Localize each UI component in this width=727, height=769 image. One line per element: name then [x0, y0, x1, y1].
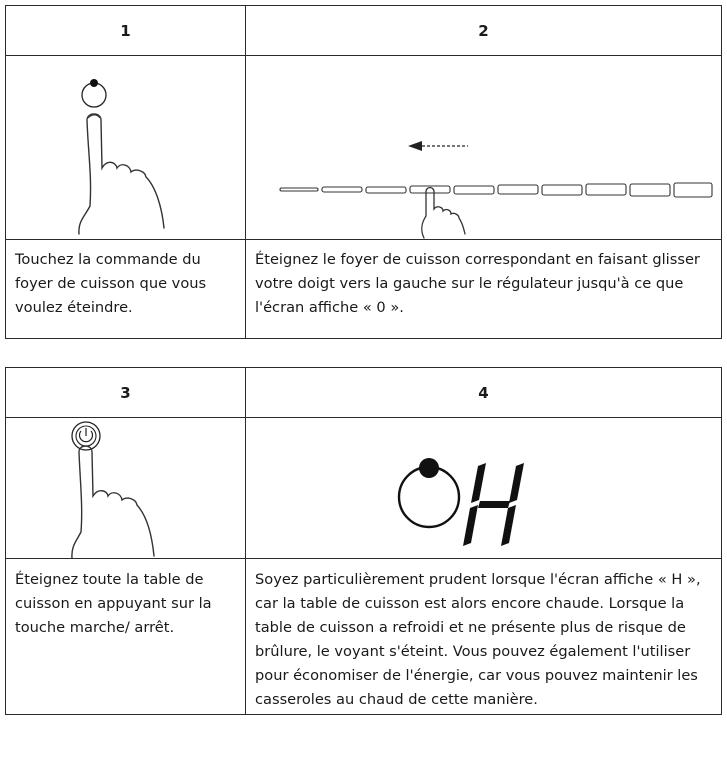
hand-pointer-icon — [78, 113, 165, 235]
step-4-header: 4 — [245, 367, 722, 418]
step-3-header: 3 — [5, 367, 246, 418]
figure-row — [5, 417, 722, 559]
step-4-description: Soyez particulièrement prudent lorsque l… — [245, 558, 722, 715]
step-3-figure — [5, 417, 246, 559]
power-button-press-illustration — [71, 421, 155, 558]
slider-icon — [279, 182, 713, 198]
burner-control-touch-illustration — [78, 79, 165, 235]
step-3-description: Éteignez toute la table de cuisson en ap… — [5, 558, 246, 715]
slider-swipe-illustration — [279, 141, 713, 239]
step-4-figure — [245, 417, 722, 559]
step-1-description: Touchez la commande du foyer de cuisson … — [5, 239, 246, 339]
steps-table-3-4: 3 4 — [5, 367, 722, 715]
step-2-description: Éteignez le foyer de cuisson corresponda… — [245, 239, 722, 339]
burner-control-icon — [81, 79, 107, 108]
step-2-figure — [245, 55, 722, 240]
left-arrow-icon — [408, 141, 468, 151]
step-1-figure — [5, 55, 246, 240]
hand-pointer-icon — [421, 186, 466, 239]
hand-pointer-icon — [71, 445, 155, 558]
description-row: Touchez la commande du foyer de cuisson … — [5, 239, 722, 339]
step-1-header: 1 — [5, 5, 246, 56]
figure-row — [5, 55, 722, 240]
steps-table-1-2: 1 2 — [5, 5, 722, 339]
step-2-header: 2 — [245, 5, 722, 56]
residual-heat-display-illustration — [397, 458, 524, 546]
residual-heat-h-icon — [397, 458, 524, 546]
header-row: 1 2 — [5, 5, 722, 56]
header-row: 3 4 — [5, 367, 722, 418]
description-row: Éteignez toute la table de cuisson en ap… — [5, 558, 722, 715]
